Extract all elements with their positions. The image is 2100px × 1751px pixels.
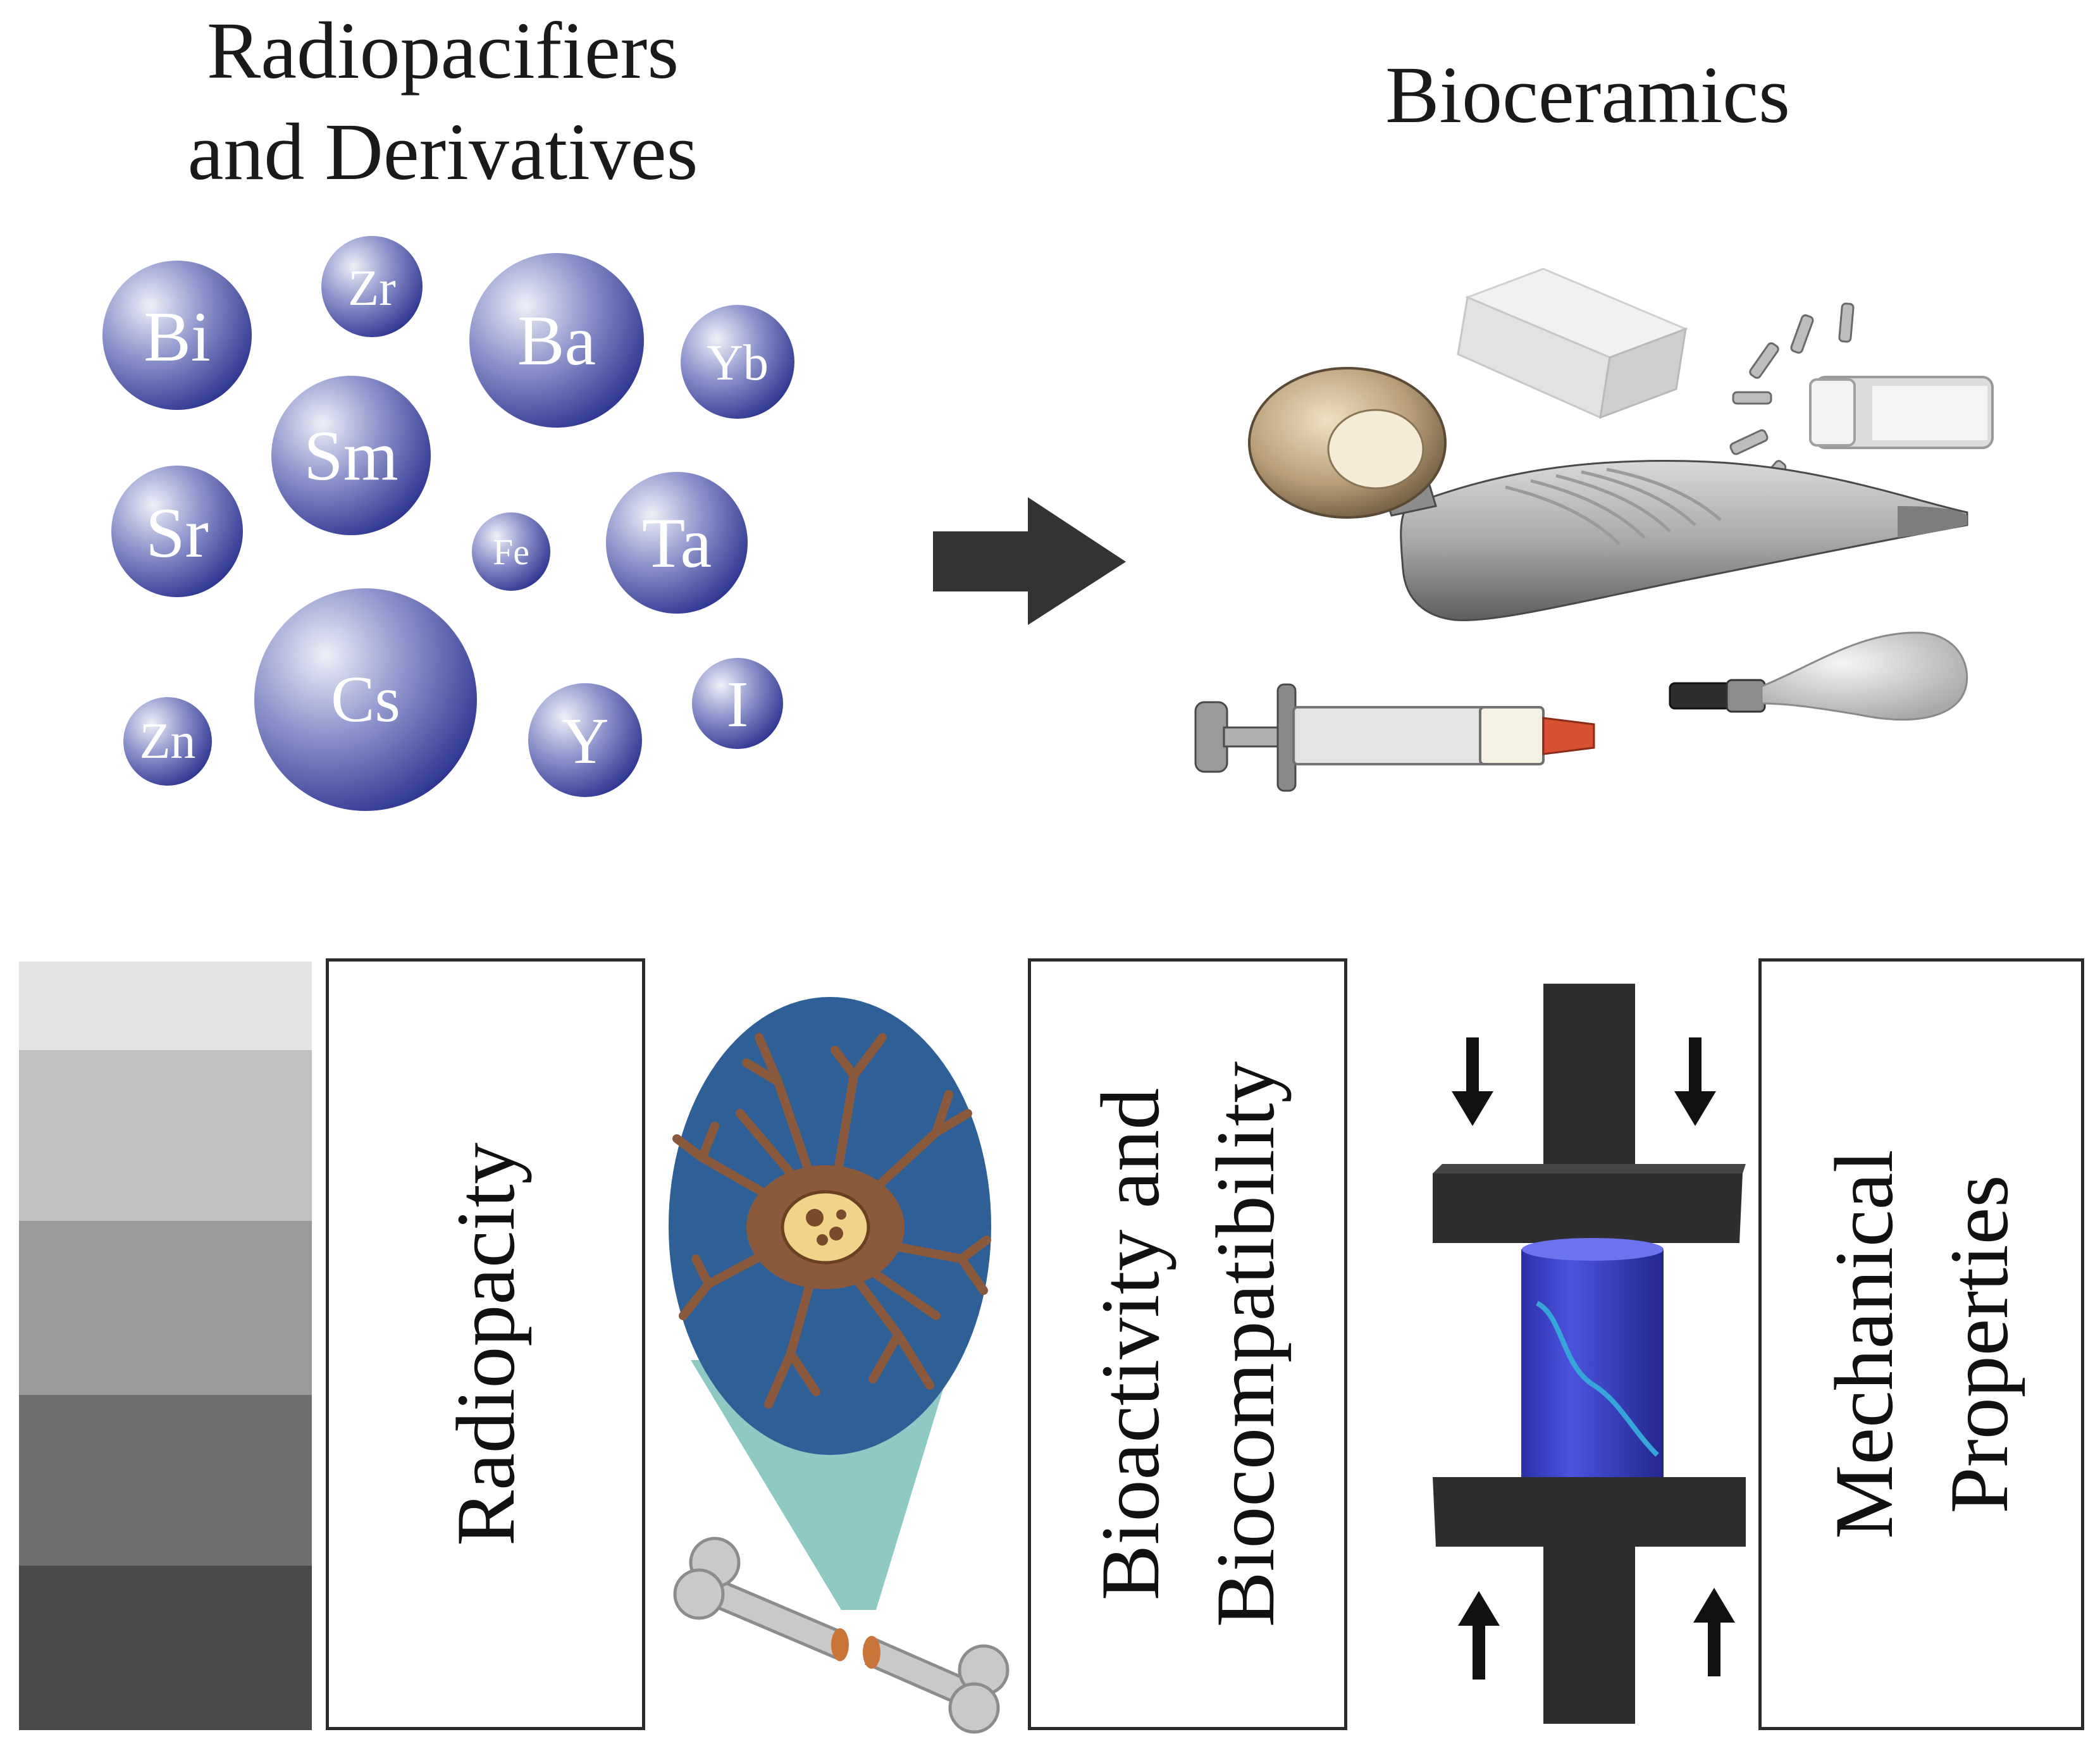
up-arrow-icon [1458, 1588, 1735, 1680]
svg-text:Sm: Sm [304, 417, 398, 495]
radiopacity-box: Radiopacity [326, 958, 645, 1730]
svg-text:Fe: Fe [493, 531, 529, 572]
title-left-line2: and Derivatives [187, 107, 698, 197]
right-arrow-icon [933, 497, 1126, 625]
sphere-zn: Zn [123, 697, 212, 786]
svg-text:Ba: Ba [517, 302, 596, 380]
svg-text:Cs: Cs [331, 663, 400, 736]
porous-block-icon [1457, 268, 1689, 419]
sphere-ta: Ta [606, 472, 748, 614]
vial-icon [1809, 376, 1994, 449]
sphere-bi: Bi [102, 261, 252, 410]
bone-icon [673, 1537, 1010, 1734]
compression-test-illustration [1433, 984, 1746, 1724]
bioceramic-products [1194, 268, 1994, 792]
sphere-i: I [692, 658, 783, 749]
sphere-sm: Sm [271, 376, 431, 535]
sphere-yb: Yb [681, 305, 794, 419]
radiopacity-label: Radiopacity [438, 1142, 532, 1546]
bioceramics-title: Bioceramics [1385, 50, 1790, 140]
radiopacifiers-title: Radiopacifiers and Derivatives [101, 0, 784, 202]
mechanical-label: Mechanical Properties [1807, 1149, 2037, 1539]
hip-implant-icon [1248, 367, 1968, 622]
svg-text:Bi: Bi [144, 298, 211, 376]
element-spheres: Bi Zr Ba Yb Sm Sr Fe Ta [102, 236, 794, 811]
sample-cylinder [1521, 1249, 1664, 1487]
sphere-cs: Cs [254, 588, 477, 811]
bio-line1: Bioactivity and [1083, 1087, 1177, 1601]
bioactivity-box: Bioactivity and Biocompatibility [1028, 958, 1347, 1730]
sphere-fe: Fe [472, 512, 550, 591]
mech-line1: Mechanical [1817, 1149, 1910, 1539]
svg-text:Zr: Zr [348, 261, 396, 316]
sphere-sr: Sr [111, 466, 243, 597]
svg-text:I: I [727, 668, 749, 741]
sphere-ba: Ba [469, 253, 644, 428]
svg-text:Y: Y [561, 705, 608, 777]
syringe-icon [1194, 683, 1595, 792]
xray-step-wedge [19, 962, 312, 1730]
sphere-y: Y [528, 683, 642, 797]
bio-line2: Biocompatibility [1198, 1061, 1292, 1628]
cell-bone-illustration [669, 997, 1010, 1734]
svg-text:Ta: Ta [642, 504, 712, 583]
mech-line2: Properties [1932, 1175, 2025, 1514]
bioactivity-label: Bioactivity and Biocompatibility [1073, 1061, 1303, 1628]
sphere-zr: Zr [321, 236, 423, 337]
down-arrow-icon [1452, 1037, 1716, 1126]
mechanical-box: Mechanical Properties [1758, 958, 2084, 1730]
svg-text:Zn: Zn [140, 714, 196, 769]
svg-text:Sr: Sr [145, 494, 209, 572]
balloon-device-icon [1669, 631, 1968, 721]
title-left-line1: Radiopacifiers [206, 6, 679, 96]
svg-text:Yb: Yb [707, 335, 769, 391]
